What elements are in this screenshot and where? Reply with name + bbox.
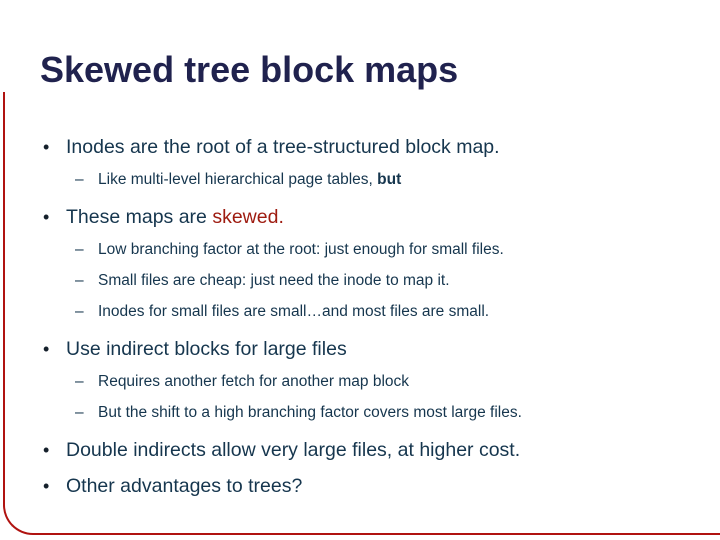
highlighted-text: skewed. xyxy=(212,206,284,228)
text-segment: Requires another fetch for another map b… xyxy=(98,373,410,390)
bullet-text: Inodes for small files are small…and mos… xyxy=(98,301,489,322)
text-segment: Inodes for small files are small…and mos… xyxy=(98,303,490,320)
bullet-text: Low branching factor at the root: just e… xyxy=(98,239,504,260)
text-segment: Use indirect blocks for large files xyxy=(66,338,347,360)
dash-icon: – xyxy=(75,303,84,320)
dash-icon: – xyxy=(75,373,84,390)
bullet-item: • Other advantages to trees? xyxy=(0,474,720,498)
bullet-text: Use indirect blocks for large files xyxy=(66,337,347,361)
bullet-text: Small files are cheap: just need the ino… xyxy=(98,270,450,291)
dash-icon: – xyxy=(75,171,84,188)
text-segment: Small files are cheap: just need the ino… xyxy=(98,272,450,289)
bullet-text: Requires another fetch for another map b… xyxy=(98,371,409,392)
bullet-text: But the shift to a high branching factor… xyxy=(98,402,522,423)
bullet-item: • Use indirect blocks for large files xyxy=(0,337,720,361)
text-segment: Like multi-level hierarchical page table… xyxy=(98,171,378,188)
bullet-dot-icon: • xyxy=(43,440,50,460)
bullet-dot-icon: • xyxy=(43,339,50,359)
dash-icon: – xyxy=(75,404,84,421)
bullet-item: • These maps are skewed. xyxy=(0,205,720,229)
text-segment: But the shift to a high branching factor… xyxy=(98,404,522,421)
bullet-text: These maps are skewed. xyxy=(66,205,284,229)
bullet-dot-icon: • xyxy=(43,207,50,227)
sub-bullet-item: –But the shift to a high branching facto… xyxy=(0,402,720,423)
sub-bullet-item: –Inodes for small files are small…and mo… xyxy=(0,301,720,322)
bullet-dot-icon: • xyxy=(43,137,50,157)
dash-icon: – xyxy=(75,241,84,258)
bullet-list: • Inodes are the root of a tree-structure… xyxy=(0,135,720,498)
bullet-dot-icon: • xyxy=(43,476,50,496)
bullet-item: • Double indirects allow very large files… xyxy=(0,438,720,462)
sub-bullet-item: –Small files are cheap: just need the in… xyxy=(0,270,720,291)
sub-bullet-item: –Low branching factor at the root: just … xyxy=(0,239,720,260)
text-segment: Other advantages to trees? xyxy=(66,475,303,497)
bullet-item: • Inodes are the root of a tree-structure… xyxy=(0,135,720,159)
text-segment: Low branching factor at the root: just e… xyxy=(98,241,504,258)
dash-icon: – xyxy=(75,272,84,289)
bullet-text: Like multi-level hierarchical page table… xyxy=(98,169,401,190)
bullet-text: Double indirects allow very large files,… xyxy=(66,438,520,462)
page-title: Skewed tree block maps xyxy=(40,49,459,90)
text-segment: Inodes are the root of a tree-structured… xyxy=(66,136,500,158)
text-segment: These maps are xyxy=(66,206,213,228)
sub-bullet-item: –Like multi-level hierarchical page tabl… xyxy=(0,169,720,190)
text-segment: Double indirects allow very large files,… xyxy=(66,439,521,461)
text-segment: but xyxy=(377,171,402,188)
sub-bullet-item: –Requires another fetch for another map … xyxy=(0,371,720,392)
bullet-text: Other advantages to trees? xyxy=(66,474,302,498)
bullet-text: Inodes are the root of a tree-structured… xyxy=(66,135,500,159)
